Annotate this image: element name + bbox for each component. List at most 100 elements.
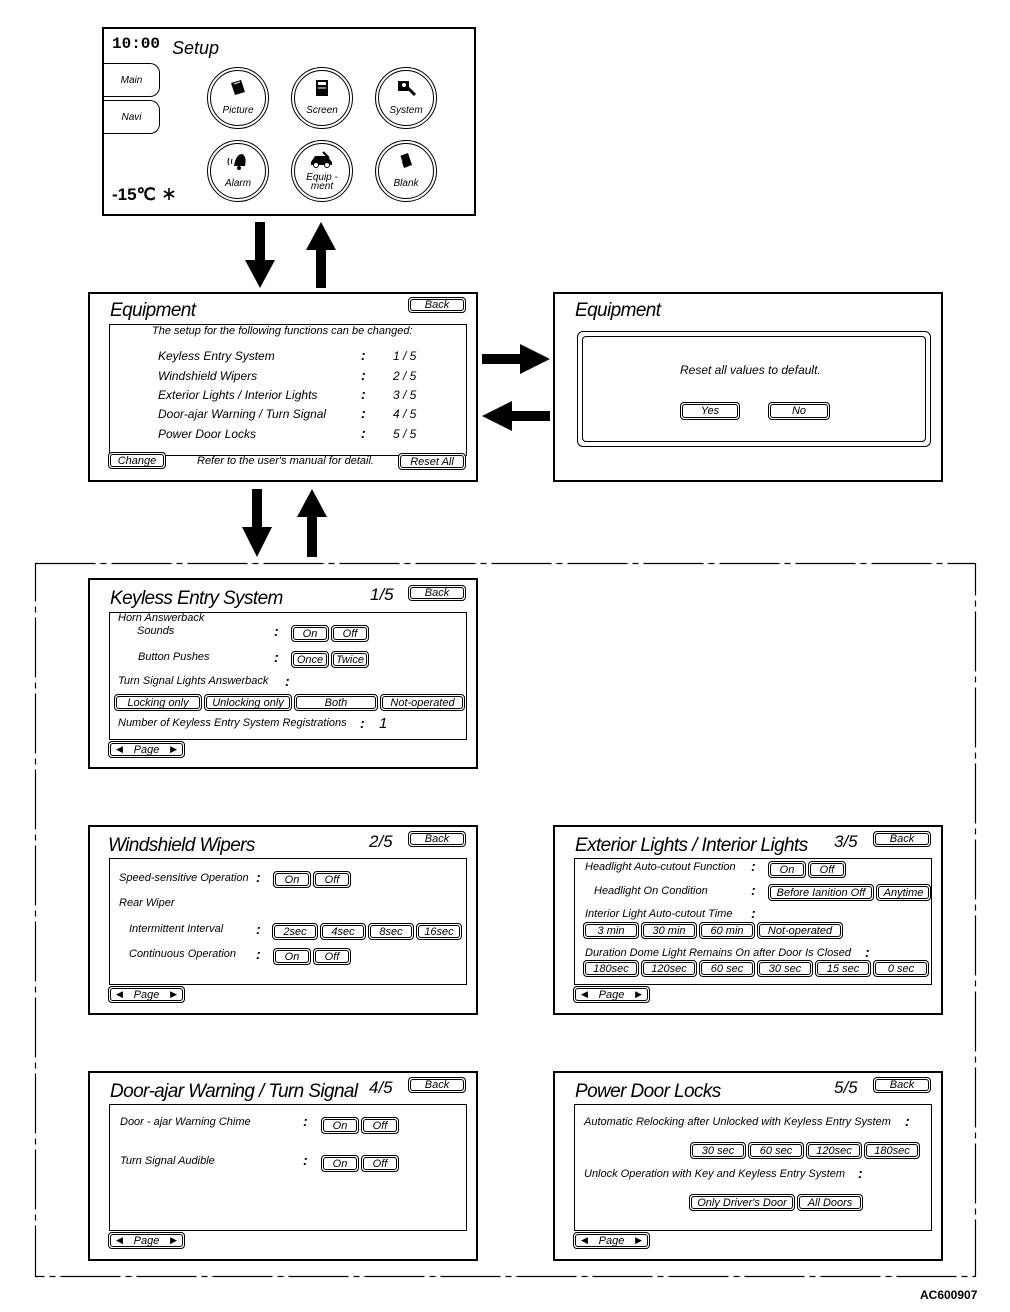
page-button-label: Page [598, 988, 625, 1001]
equipment-button[interactable]: Equip -ment [291, 140, 353, 202]
menu-item-label[interactable]: Door-ajar Warning / Turn Signal [158, 407, 327, 421]
horn-off-button[interactable]: Off [331, 625, 369, 642]
page-button[interactable]: ◀ Page ▶ [573, 1232, 650, 1249]
colon: : [361, 347, 366, 363]
no-button[interactable]: No [768, 402, 830, 420]
headlight-autocutout-label: Headlight Auto-cutout Function [585, 861, 736, 873]
continuous-off-button[interactable]: Off [313, 948, 351, 965]
page-button-label: Page [133, 743, 160, 756]
back-button[interactable]: Back [408, 297, 466, 313]
menu-item-label[interactable]: Windshield Wipers [158, 369, 258, 383]
reset-all-button[interactable]: Reset All [398, 453, 466, 470]
page-indicator: 2/5 [369, 832, 393, 851]
colon: : [361, 367, 366, 383]
page-button-label: Page [598, 1234, 625, 1247]
equipment-label-line1: Equip - [306, 172, 338, 183]
colon: : [361, 405, 366, 421]
time-60min-button[interactable]: 60 min [699, 922, 755, 939]
door-ajar-chime-label: Door - ajar Warning Chime [120, 1116, 251, 1128]
unlocking-only-button[interactable]: Unlocking only [204, 694, 292, 711]
alarm-button[interactable]: Alarm [207, 140, 269, 202]
chime-off-button[interactable]: Off [361, 1117, 399, 1134]
page-number: 3 / 5 [393, 388, 417, 402]
auto-relocking-label: Automatic Relocking after Unlocked with … [584, 1116, 891, 1128]
unlock-operation-label: Unlock Operation with Key and Keyless En… [584, 1168, 846, 1180]
duration-180sec-button[interactable]: 180sec [583, 960, 639, 977]
interval-8sec-button[interactable]: 8sec [368, 923, 414, 940]
change-button[interactable]: Change [108, 452, 166, 469]
interval-2sec-button[interactable]: 2sec [272, 923, 318, 940]
twice-button[interactable]: Twice [331, 651, 369, 668]
time-not-operated-button[interactable]: Not-operated [757, 922, 843, 939]
screen-button[interactable]: Screen [291, 67, 353, 129]
figure-id: AC600907 [920, 1288, 978, 1302]
headlight-on-button[interactable]: On [768, 861, 806, 878]
speed-off-button[interactable]: Off [313, 871, 351, 888]
right-arrow-icon [482, 344, 550, 374]
main-button[interactable]: Main [104, 63, 160, 97]
back-button[interactable]: Back [408, 1077, 466, 1093]
only-drivers-door-button[interactable]: Only Driver's Door [689, 1194, 795, 1211]
duration-15sec-button[interactable]: 15 sec [815, 960, 871, 977]
anytime-button[interactable]: Anytime [876, 884, 931, 901]
system-button[interactable]: System [375, 67, 437, 129]
blank-label: Blank [393, 178, 419, 189]
continuous-on-button[interactable]: On [273, 948, 311, 965]
speed-on-button[interactable]: On [273, 871, 311, 888]
colon: : [303, 1113, 308, 1129]
navi-button[interactable]: Navi [104, 100, 160, 134]
audible-on-button[interactable]: On [321, 1155, 359, 1172]
colon: : [274, 649, 279, 665]
duration-120sec-button[interactable]: 120sec [641, 960, 697, 977]
menu-item-label[interactable]: Keyless Entry System [158, 349, 275, 363]
headlight-off-button[interactable]: Off [808, 861, 846, 878]
yes-button[interactable]: Yes [680, 402, 740, 420]
page-left-arrow-icon: ◀ [581, 989, 588, 999]
back-button[interactable]: Back [873, 1077, 931, 1093]
interval-16sec-button[interactable]: 16sec [416, 923, 462, 940]
headlight-on-condition-label: Headlight On Condition [594, 885, 708, 897]
before-ignition-off-button[interactable]: Before Ianition Off [768, 884, 874, 901]
audible-off-button[interactable]: Off [361, 1155, 399, 1172]
colon: : [865, 944, 870, 960]
page-right-arrow-icon: ▶ [170, 989, 177, 999]
page-button[interactable]: ◀ Page ▶ [573, 986, 650, 1003]
page-indicator: 4/5 [369, 1078, 393, 1097]
relock-120sec-button[interactable]: 120sec [806, 1142, 862, 1159]
all-doors-button[interactable]: All Doors [797, 1194, 863, 1211]
wipers-title: Windshield Wipers [108, 835, 255, 856]
not-operated-button[interactable]: Not-operated [380, 694, 465, 711]
colon: : [256, 869, 261, 885]
relock-60sec-button[interactable]: 60 sec [748, 1142, 804, 1159]
equipment-list-panel: The setup for the following functions ca… [109, 324, 467, 456]
locking-only-button[interactable]: Locking only [114, 694, 202, 711]
duration-60sec-button[interactable]: 60 sec [699, 960, 755, 977]
once-button[interactable]: Once [291, 651, 329, 668]
back-button[interactable]: Back [873, 831, 931, 847]
temperature: -15℃ [112, 185, 156, 204]
page-right-arrow-icon: ▶ [170, 744, 177, 754]
rear-wiper-label: Rear Wiper [119, 897, 175, 909]
interval-4sec-button[interactable]: 4sec [320, 923, 366, 940]
page-button[interactable]: ◀ Page ▶ [108, 741, 185, 758]
relock-180sec-button[interactable]: 180sec [864, 1142, 920, 1159]
dialog-inner-border [582, 336, 926, 442]
time-30min-button[interactable]: 30 min [641, 922, 697, 939]
time-3min-button[interactable]: 3 min [583, 922, 639, 939]
page-button[interactable]: ◀ Page ▶ [108, 986, 185, 1003]
chime-on-button[interactable]: On [321, 1117, 359, 1134]
back-button[interactable]: Back [408, 831, 466, 847]
duration-0sec-button[interactable]: 0 sec [873, 960, 929, 977]
duration-30sec-button[interactable]: 30 sec [757, 960, 813, 977]
doorajar-title: Door-ajar Warning / Turn Signal [110, 1081, 358, 1102]
both-button[interactable]: Both [294, 694, 378, 711]
blank-button[interactable]: Blank [375, 140, 437, 202]
horn-on-button[interactable]: On [291, 625, 329, 642]
relock-30sec-button[interactable]: 30 sec [690, 1142, 746, 1159]
menu-item-label[interactable]: Exterior Lights / Interior Lights [158, 388, 318, 402]
menu-item-label[interactable]: Power Door Locks [158, 427, 257, 441]
back-button[interactable]: Back [408, 585, 466, 601]
page-button[interactable]: ◀ Page ▶ [108, 1232, 185, 1249]
picture-button[interactable]: Picture [207, 67, 269, 129]
exterior-interior-lights-screen: Exterior Lights / Interior Lights 3/5 Ba… [553, 825, 943, 1015]
